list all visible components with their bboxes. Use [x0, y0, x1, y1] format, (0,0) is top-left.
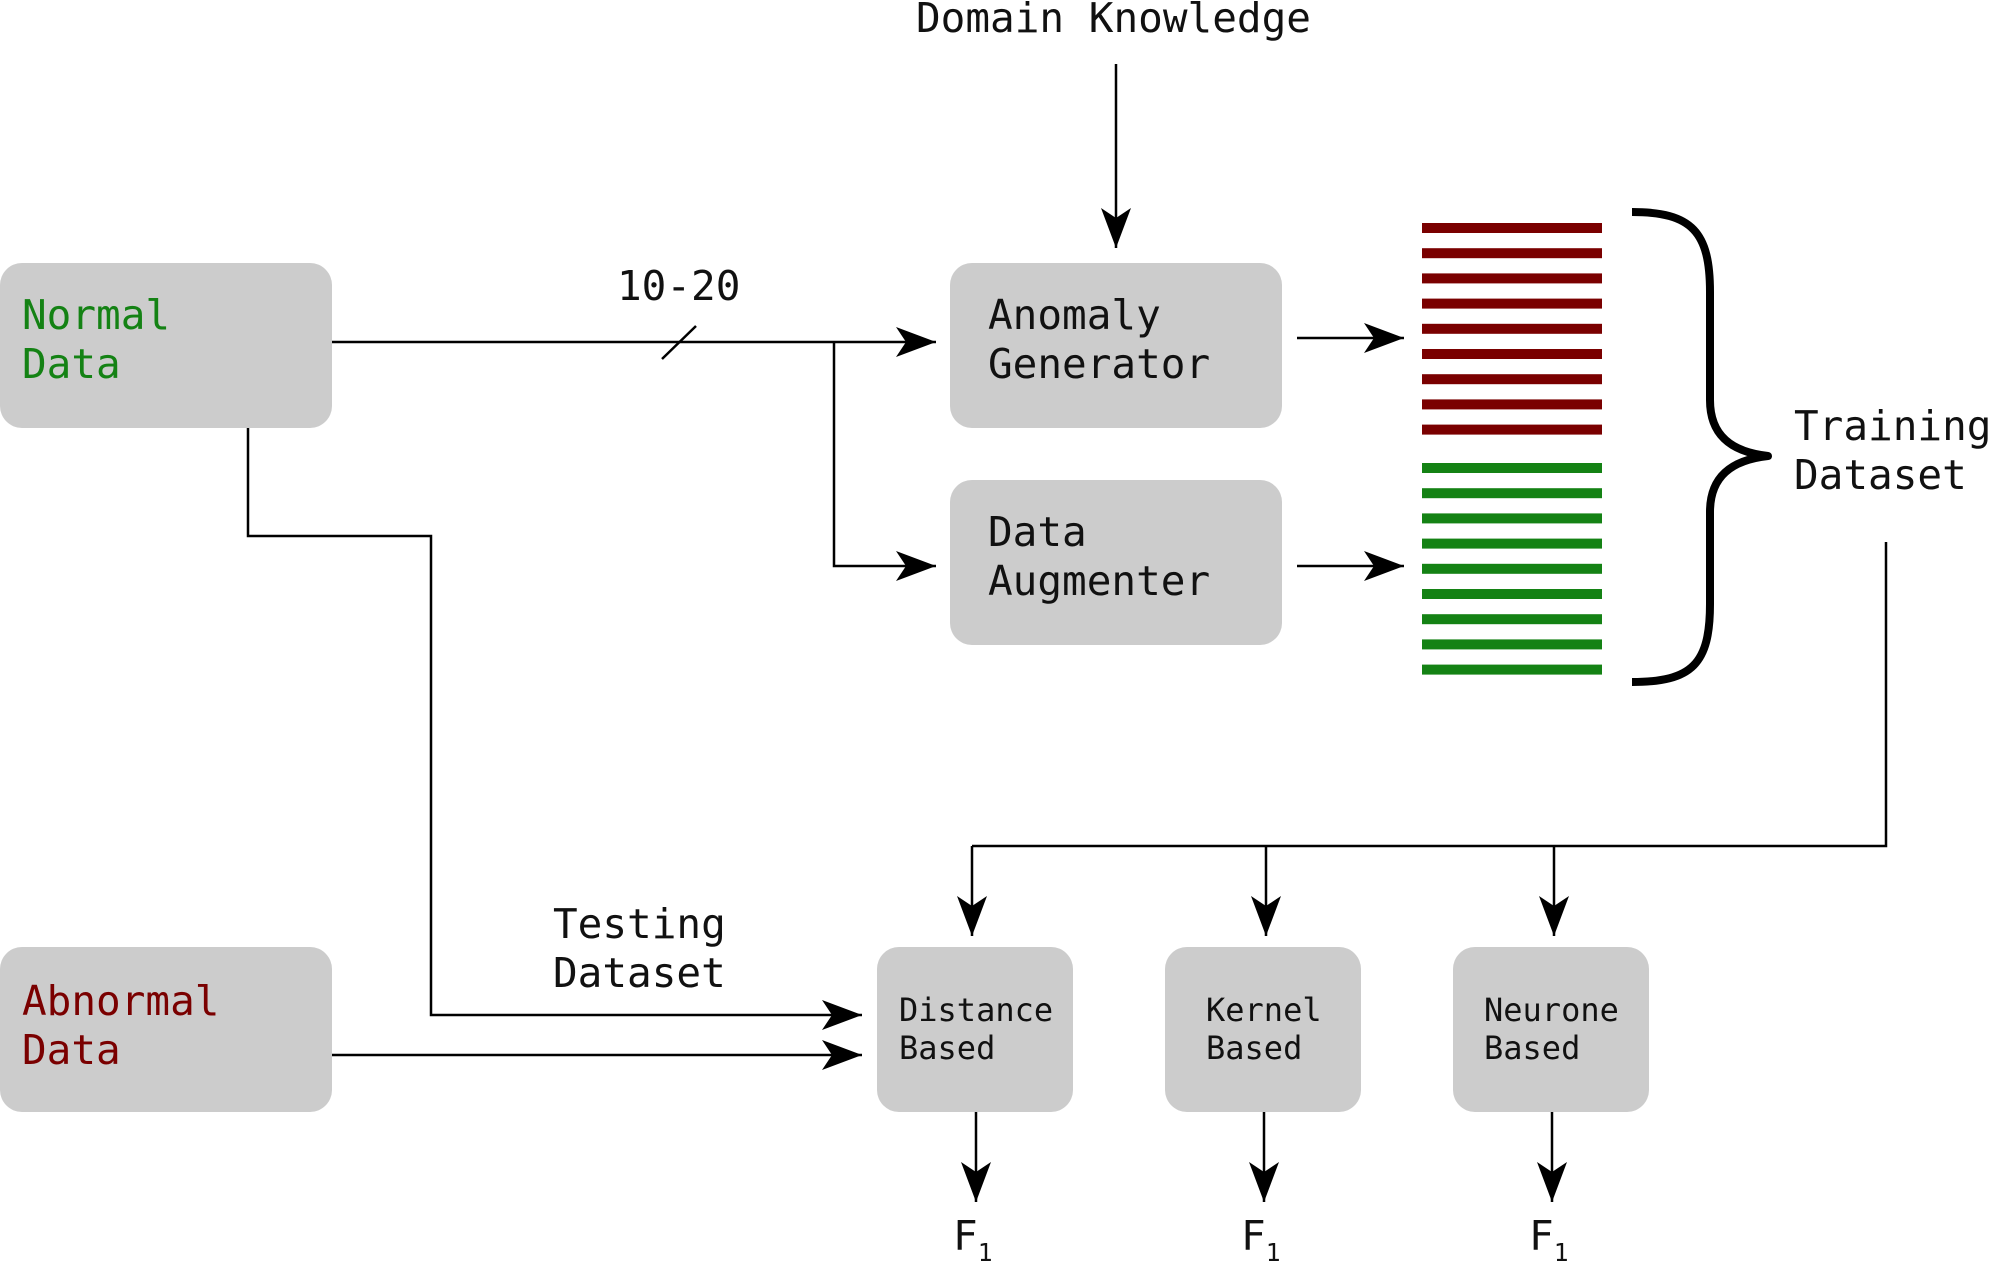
distance-based-box: Distance Based	[877, 947, 1073, 1112]
data-augmenter-line1: Data	[988, 508, 1087, 556]
kernel-based-line1: Kernel	[1206, 991, 1322, 1029]
normal-to-testing-arrow	[246, 428, 862, 1030]
augmented-sample-stripe	[1422, 614, 1602, 625]
abnormal-data-line2: Data	[22, 1026, 121, 1075]
anomaly-sample-stripe	[1422, 374, 1602, 385]
kernel-based-label: Kernel Based	[1206, 991, 1322, 1068]
normal-to-augmenter-arrow	[832, 342, 936, 581]
neurone-based-label: Neurone Based	[1484, 991, 1619, 1068]
augmented-sample-stripe	[1422, 538, 1602, 549]
augmented-sample-stripe	[1422, 639, 1602, 650]
neurone-output-label: F1	[1529, 1212, 1569, 1268]
kernel-output-subscript: 1	[1265, 1238, 1281, 1268]
normal-data-box: Normal Data	[0, 263, 332, 428]
augmented-sample-stripe	[1422, 463, 1602, 473]
kernel-based-line2: Based	[1206, 1029, 1303, 1068]
neurone-based-box: Neurone Based	[1453, 947, 1649, 1112]
testing-dataset-label: Testing Dataset	[553, 900, 726, 998]
testing-dataset-line1: Testing	[553, 900, 726, 948]
anomaly-sample-stripe	[1422, 424, 1602, 435]
anomaly-sample-stripe	[1422, 298, 1602, 309]
domain-knowledge-label: Domain Knowledge	[916, 0, 1311, 42]
augmented-sample-stripe	[1422, 488, 1602, 499]
abnormal-data-label: Abnormal Data	[22, 977, 219, 1075]
testing-dataset-line2: Dataset	[553, 949, 726, 998]
augmented-sample-stripe	[1422, 664, 1602, 675]
training-dataset-line2: Dataset	[1794, 451, 1967, 500]
neurone-output-symbol: F	[1529, 1212, 1554, 1260]
training-brace	[1631, 208, 1772, 686]
abnormal-data-box: Abnormal Data	[0, 947, 332, 1112]
data-augmenter-line2: Augmenter	[988, 557, 1211, 606]
augmented-sample-stripe	[1422, 513, 1602, 524]
augmented-sample-stripe	[1422, 589, 1602, 599]
anomaly-generator-label: Anomaly Generator	[988, 291, 1210, 389]
anomaly-samples	[1422, 223, 1602, 435]
training-bus-line	[972, 542, 1888, 848]
kernel-based-box: Kernel Based	[1165, 947, 1361, 1112]
normal-data-line1: Normal	[22, 291, 171, 339]
neurone-based-line2: Based	[1484, 1029, 1581, 1068]
distance-output-symbol: F	[953, 1212, 978, 1260]
anomaly-sample-stripe	[1422, 273, 1602, 284]
anomaly-sample-stripe	[1422, 399, 1602, 410]
kernel-output-label: F1	[1241, 1212, 1281, 1268]
anomaly-generator-line1: Anomaly	[988, 291, 1161, 339]
data-augmenter-box: Data Augmenter	[950, 480, 1282, 645]
distance-based-line2: Based	[899, 1029, 996, 1068]
training-dataset-label: Training Dataset	[1794, 402, 1991, 500]
anomaly-sample-stripe	[1422, 223, 1602, 233]
normal-data-label: Normal Data	[22, 291, 170, 389]
anomaly-sample-stripe	[1422, 349, 1602, 359]
training-dataset-line1: Training	[1794, 402, 1992, 450]
anomaly-generator-line2: Generator	[988, 340, 1211, 389]
data-augmenter-label: Data Augmenter	[988, 508, 1210, 606]
neurone-output-subscript: 1	[1553, 1238, 1569, 1268]
distance-based-line1: Distance	[899, 991, 1054, 1029]
distance-output-subscript: 1	[977, 1238, 993, 1268]
abnormal-data-line1: Abnormal	[22, 977, 220, 1025]
sample-count-tick	[661, 325, 697, 360]
normal-data-line2: Data	[22, 340, 121, 389]
anomaly-generator-box: Anomaly Generator	[950, 263, 1282, 428]
kernel-output-symbol: F	[1241, 1212, 1266, 1260]
anomaly-sample-stripe	[1422, 248, 1602, 259]
distance-based-label: Distance Based	[899, 991, 1053, 1068]
neurone-based-line1: Neurone	[1484, 991, 1619, 1029]
augmented-samples	[1422, 463, 1602, 675]
sample-count-label: 10-20	[617, 262, 741, 310]
distance-output-label: F1	[953, 1212, 993, 1268]
anomaly-sample-stripe	[1422, 323, 1602, 334]
augmented-sample-stripe	[1422, 563, 1602, 574]
